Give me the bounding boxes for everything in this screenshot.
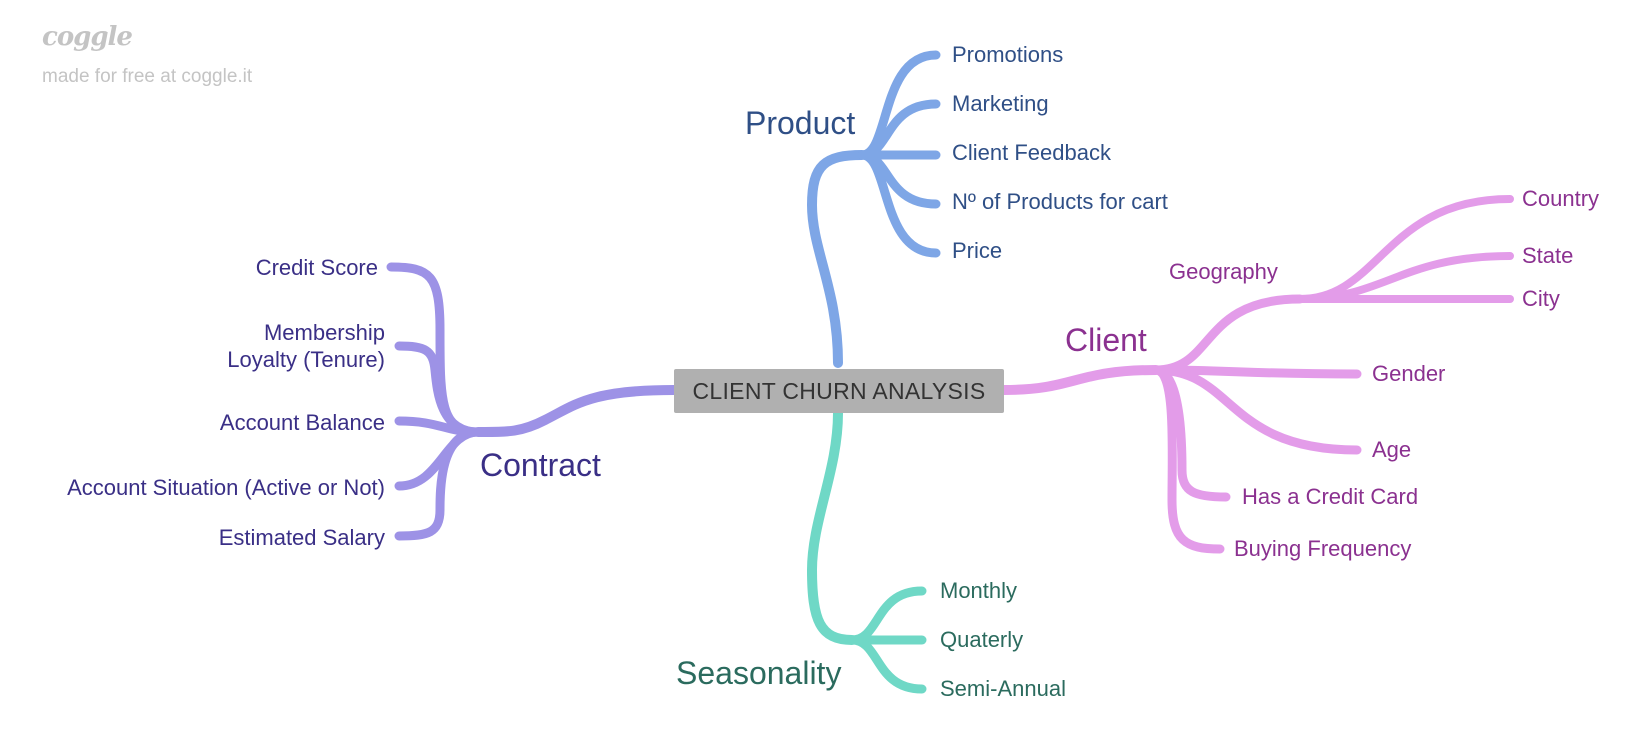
contract-heading[interactable]: Contract (480, 447, 601, 483)
contract-item-estimated-salary[interactable]: Estimated Salary (218, 525, 385, 550)
contract-item-credit-score[interactable]: Credit Score (255, 255, 378, 280)
seasonality-item-monthly[interactable]: Monthly (940, 578, 1018, 603)
client-item-has-credit-card[interactable]: Has a Credit Card (1242, 484, 1419, 509)
coggle-tagline: made for free at coggle.it (42, 66, 253, 87)
geography-item-country[interactable]: Country (1522, 186, 1600, 211)
product-item-promotions[interactable]: Promotions (952, 42, 1064, 67)
seasonality-item-semi-annual[interactable]: Semi-Annual (940, 676, 1066, 701)
client-branch (999, 195, 1514, 554)
central-topic-node[interactable]: CLIENT CHURN ANALYSIS (674, 369, 1004, 413)
contract-item-membership-line: Membership (263, 320, 385, 345)
client-geography-heading[interactable]: Geography (1169, 259, 1278, 284)
seasonality-branch (806, 408, 927, 694)
contract-item-account-balance[interactable]: Account Balance (219, 410, 385, 435)
contract-item-loyalty-line: Loyalty (Tenure) (227, 346, 385, 372)
client-heading[interactable]: Client (1065, 322, 1147, 358)
product-item-products-for-cart[interactable]: Nº of Products for cart (952, 189, 1168, 214)
product-branch (806, 50, 941, 368)
client-item-age[interactable]: Age (1372, 437, 1412, 462)
client-item-gender[interactable]: Gender (1372, 361, 1446, 386)
product-item-client-feedback[interactable]: Client Feedback (952, 140, 1111, 165)
contract-item-account-situation[interactable]: Account Situation (Active or Not) (67, 475, 385, 500)
product-item-marketing[interactable]: Marketing (952, 91, 1049, 116)
coggle-logo: coggle (42, 22, 133, 52)
geography-item-state[interactable]: State (1522, 243, 1574, 268)
seasonality-item-quaterly[interactable]: Quaterly (940, 627, 1024, 652)
contract-branch (386, 262, 679, 541)
contract-item-membership-loyalty[interactable]: Membership Loyalty (Tenure) (227, 320, 385, 374)
product-heading[interactable]: Product (745, 105, 856, 141)
geography-item-city[interactable]: City (1522, 286, 1560, 311)
seasonality-heading[interactable]: Seasonality (676, 655, 842, 691)
product-item-price[interactable]: Price (952, 238, 1003, 263)
client-item-buying-frequency[interactable]: Buying Frequency (1234, 536, 1412, 561)
